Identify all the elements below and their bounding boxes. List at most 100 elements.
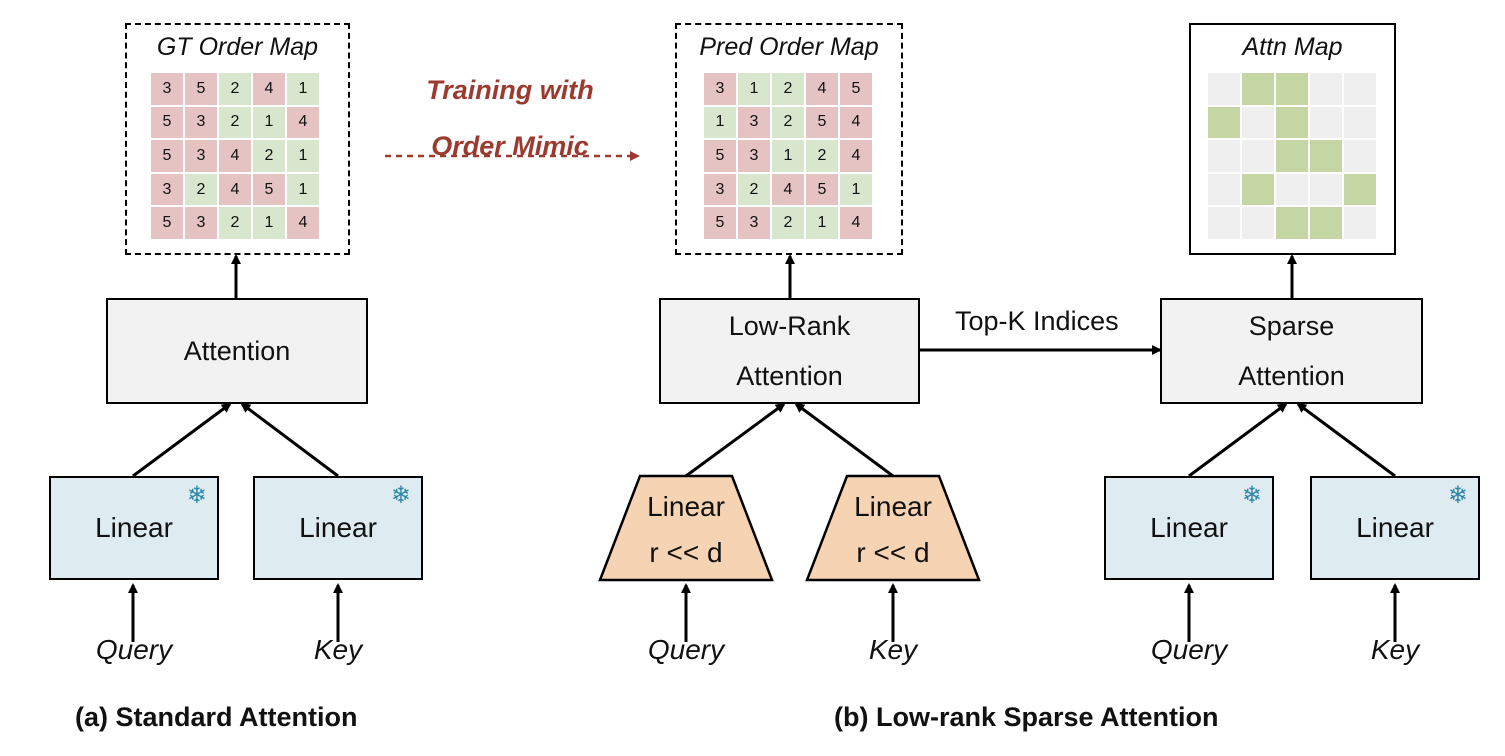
arrow-linear-q-to-sparse bbox=[1188, 402, 1288, 478]
order-map-cell: 1 bbox=[704, 106, 738, 141]
attn-cell-active bbox=[1242, 173, 1276, 208]
snowflake-icon: ❄ bbox=[390, 482, 411, 509]
order-map-cell: 5 bbox=[151, 207, 185, 241]
linear-query-box-a: ❄ Linear bbox=[49, 476, 219, 580]
linear-key-box-b: ❄ Linear bbox=[1310, 476, 1480, 580]
low-rank-attention-box: Low-Rank Attention bbox=[659, 298, 920, 404]
attn-cell-inactive bbox=[1242, 106, 1276, 141]
attn-cell-active bbox=[1276, 207, 1310, 241]
attn-cell-inactive bbox=[1344, 106, 1378, 141]
linear-query-box-b: ❄ Linear bbox=[1104, 476, 1274, 580]
order-map-cell: 1 bbox=[806, 207, 840, 241]
order-map-cell: 5 bbox=[840, 73, 874, 107]
linear-query-label-b: Linear bbox=[1150, 512, 1228, 543]
attention-box: Attention bbox=[106, 298, 368, 404]
sparse-line-1: Sparse bbox=[1248, 311, 1335, 341]
query-label-b2: Query bbox=[1150, 634, 1228, 665]
lr-linear-query-line1: Linear bbox=[647, 491, 725, 522]
order-map-cell: 2 bbox=[772, 207, 806, 241]
arrow-linear-k-to-sparse bbox=[1296, 402, 1396, 478]
pred-order-map-title: Pred Order Map bbox=[699, 33, 879, 61]
attn-cell-inactive bbox=[1310, 73, 1344, 107]
lr-linear-query-line2: r << d bbox=[649, 537, 723, 568]
lr-linear-key-line2: r << d bbox=[856, 537, 930, 568]
order-map-cell: 3 bbox=[704, 73, 738, 107]
attn-cell-active bbox=[1344, 173, 1378, 208]
snowflake-icon: ❄ bbox=[1447, 482, 1468, 509]
sparse-attention-box: Sparse Attention bbox=[1160, 298, 1423, 404]
arrow-lr-linear-k-to-lowrank bbox=[794, 402, 894, 478]
attn-cell-active bbox=[1310, 207, 1344, 241]
order-map-cell: 2 bbox=[219, 73, 253, 107]
lr-linear-key-shape bbox=[805, 474, 981, 582]
lr-linear-key-line1: Linear bbox=[854, 491, 932, 522]
training-line-2: Order Mimic bbox=[431, 131, 589, 161]
order-map-cell: 5 bbox=[253, 173, 287, 208]
snowflake-icon: ❄ bbox=[186, 482, 207, 509]
order-map-cell: 3 bbox=[738, 140, 772, 174]
order-map-cell: 4 bbox=[840, 140, 874, 174]
order-map-cell: 1 bbox=[772, 140, 806, 174]
order-map-cell: 1 bbox=[253, 106, 287, 141]
order-map-cell: 3 bbox=[151, 73, 185, 107]
order-map-cell: 3 bbox=[185, 207, 219, 241]
low-rank-line-2: Attention bbox=[736, 361, 843, 391]
order-map-cell: 1 bbox=[287, 173, 321, 208]
attn-cell-inactive bbox=[1208, 73, 1242, 107]
order-map-cell: 4 bbox=[287, 207, 321, 241]
order-map-cell: 3 bbox=[738, 207, 772, 241]
order-map-cell: 3 bbox=[738, 106, 772, 141]
order-map-cell: 4 bbox=[253, 73, 287, 107]
order-map-cell: 2 bbox=[738, 173, 772, 208]
order-map-cell: 2 bbox=[806, 140, 840, 174]
attn-cell-active bbox=[1208, 106, 1242, 141]
order-map-cell: 4 bbox=[219, 173, 253, 208]
arrow-linear-q-to-attention-a bbox=[132, 402, 232, 478]
training-line-1: Training with bbox=[426, 75, 594, 105]
lr-linear-query-text: Linear r << d bbox=[600, 482, 772, 578]
snowflake-icon: ❄ bbox=[1241, 482, 1262, 509]
lr-linear-key-text: Linear r << d bbox=[807, 482, 979, 578]
attn-cell-inactive bbox=[1344, 140, 1378, 174]
attention-label: Attention bbox=[183, 336, 291, 366]
order-map-cell: 1 bbox=[840, 173, 874, 208]
attn-cell-active bbox=[1276, 140, 1310, 174]
linear-key-box-a: ❄ Linear bbox=[253, 476, 423, 580]
linear-query-label-a: Linear bbox=[95, 512, 173, 543]
attn-cell-active bbox=[1310, 140, 1344, 174]
order-map-cell: 4 bbox=[840, 207, 874, 241]
arrow-linear-k-to-attention-a bbox=[240, 402, 339, 478]
order-map-cell: 3 bbox=[185, 106, 219, 141]
order-map-cell: 5 bbox=[185, 73, 219, 107]
arrow-lr-linear-q-to-lowrank bbox=[685, 402, 786, 478]
order-map-cell: 5 bbox=[704, 207, 738, 241]
query-label-a: Query bbox=[95, 634, 173, 665]
key-label-a: Key bbox=[313, 634, 363, 665]
attn-cell-inactive bbox=[1208, 207, 1242, 241]
order-map-cell: 3 bbox=[151, 173, 185, 208]
order-map-cell: 2 bbox=[772, 73, 806, 107]
order-map-cell: 3 bbox=[185, 140, 219, 174]
order-map-cell: 4 bbox=[840, 106, 874, 141]
attn-map-title: Attn Map bbox=[1242, 33, 1343, 61]
linear-key-label-b: Linear bbox=[1356, 512, 1434, 543]
sparse-line-2: Attention bbox=[1238, 361, 1345, 391]
attn-cell-inactive bbox=[1242, 140, 1276, 174]
linear-key-label-a: Linear bbox=[299, 512, 377, 543]
key-label-b2: Key bbox=[1370, 634, 1420, 665]
key-label-b1: Key bbox=[868, 634, 918, 665]
order-map-cell: 1 bbox=[287, 73, 321, 107]
attn-map-grid bbox=[1208, 73, 1378, 241]
attn-cell-inactive bbox=[1310, 106, 1344, 141]
order-map-cell: 4 bbox=[806, 73, 840, 107]
attn-cell-active bbox=[1242, 73, 1276, 107]
order-map-cell: 4 bbox=[287, 106, 321, 141]
order-map-cell: 1 bbox=[287, 140, 321, 174]
order-map-cell: 2 bbox=[772, 106, 806, 141]
topk-label: Top-K Indices bbox=[955, 306, 1119, 336]
order-map-cell: 5 bbox=[806, 106, 840, 141]
